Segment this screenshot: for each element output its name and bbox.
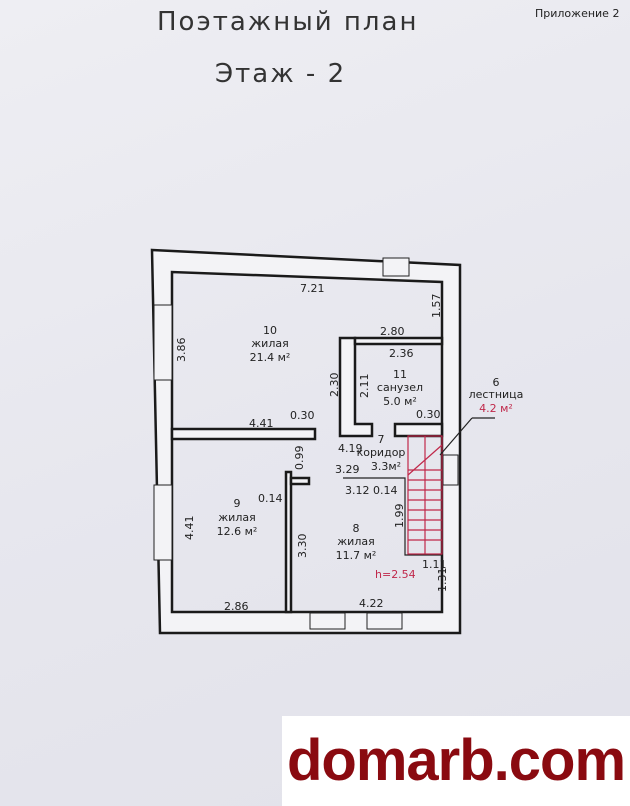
svg-text:8: 8 (353, 522, 360, 535)
plan-title: Поэтажный план (157, 7, 418, 37)
dimension-labels: 7.21 1.57 3.86 2.80 2.36 2.30 2.11 4.41 … (175, 282, 449, 613)
staircase (407, 435, 443, 555)
svg-text:2.11: 2.11 (358, 374, 371, 399)
window (153, 484, 173, 561)
svg-text:6: 6 (493, 376, 500, 389)
svg-text:11.7 м²: 11.7 м² (336, 549, 377, 562)
svg-text:7: 7 (378, 433, 385, 446)
svg-text:санузел: санузел (377, 381, 423, 394)
svg-text:11: 11 (393, 368, 407, 381)
interior-wall (343, 477, 442, 556)
interior-wall (289, 476, 311, 486)
room-11: 11 санузел 5.0 м² (377, 368, 423, 408)
svg-text:жилая: жилая (218, 511, 255, 524)
svg-text:3.29: 3.29 (335, 463, 360, 476)
watermark-text: domarb.com (286, 728, 626, 793)
room-9: 9 жилая 12.6 м² (217, 497, 258, 538)
room-7: 7 коридор 3.3м² (357, 433, 406, 473)
svg-text:4.22: 4.22 (359, 597, 384, 610)
svg-text:2.86: 2.86 (224, 600, 249, 613)
svg-text:4.41: 4.41 (183, 516, 196, 541)
svg-text:3.12: 3.12 (345, 484, 370, 497)
svg-text:4.2 м²: 4.2 м² (479, 402, 513, 415)
svg-text:0.30: 0.30 (416, 408, 441, 421)
watermark: domarb.com (282, 716, 630, 806)
svg-text:3.30: 3.30 (296, 534, 309, 559)
svg-text:2.36: 2.36 (389, 347, 414, 360)
svg-text:2.30: 2.30 (328, 373, 341, 398)
svg-text:жилая: жилая (251, 337, 288, 350)
window (366, 612, 403, 630)
svg-text:жилая: жилая (337, 535, 374, 548)
svg-text:0.30: 0.30 (290, 409, 315, 422)
svg-text:0.14: 0.14 (373, 484, 398, 497)
ceiling-height: h=2.54 (375, 568, 416, 581)
svg-text:лестница: лестница (469, 388, 524, 401)
svg-text:коридор: коридор (357, 446, 406, 459)
window (442, 454, 459, 486)
floor-subtitle: Этаж - 2 (215, 59, 346, 89)
interior-wall (353, 336, 444, 346)
svg-text:1.31: 1.31 (436, 568, 449, 593)
interior-wall (393, 422, 444, 438)
svg-text:10: 10 (263, 324, 277, 337)
svg-text:1.99: 1.99 (393, 504, 406, 529)
svg-text:5.0 м²: 5.0 м² (383, 395, 417, 408)
svg-text:4.41: 4.41 (249, 417, 274, 430)
appendix-label: Приложение 2 (535, 7, 619, 20)
svg-text:0.99: 0.99 (293, 446, 306, 471)
window (382, 257, 410, 277)
svg-text:0.14: 0.14 (258, 492, 283, 505)
svg-text:1.11: 1.11 (422, 558, 447, 571)
svg-text:4.19: 4.19 (338, 442, 363, 455)
window (309, 612, 346, 630)
svg-text:9: 9 (234, 497, 241, 510)
svg-text:21.4 м²: 21.4 м² (250, 351, 291, 364)
interior-wall (284, 470, 293, 614)
interior-wall (170, 427, 317, 441)
room-10: 10 жилая 21.4 м² (250, 324, 291, 364)
svg-text:3.86: 3.86 (175, 338, 188, 363)
window (153, 304, 173, 381)
svg-text:7.21: 7.21 (300, 282, 325, 295)
svg-text:12.6 м²: 12.6 м² (217, 525, 258, 538)
svg-text:2.80: 2.80 (380, 325, 405, 338)
room-6: 6 лестница 4.2 м² (469, 376, 524, 415)
room-8: 8 жилая 11.7 м² (336, 522, 377, 562)
svg-text:3.3м²: 3.3м² (371, 460, 401, 473)
leader-line (439, 417, 473, 456)
svg-text:1.57: 1.57 (430, 294, 443, 319)
